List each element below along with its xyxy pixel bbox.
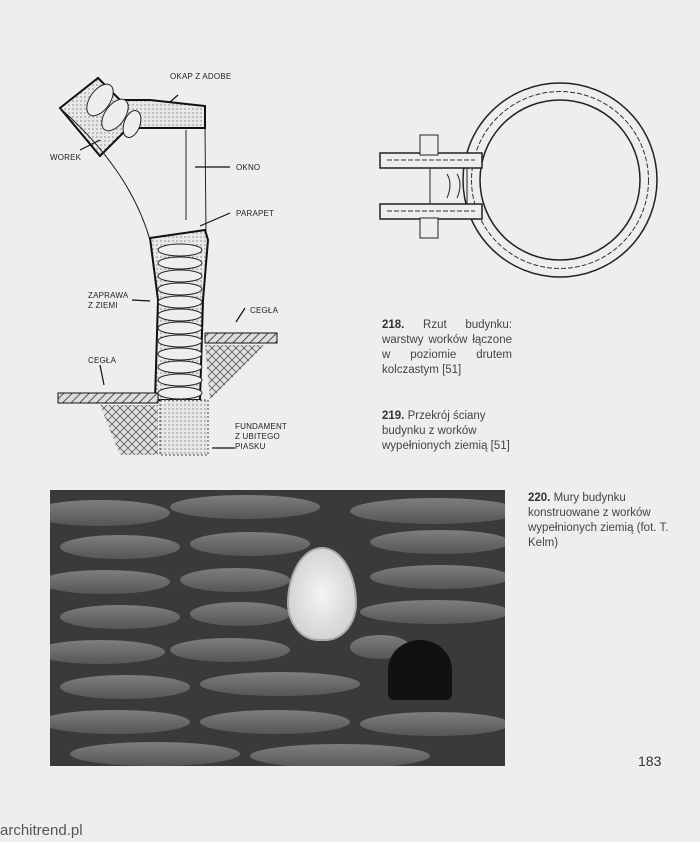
label-cegla-right: CEGŁA bbox=[250, 306, 279, 315]
caption-220-text: Mury budynku konstruowane z worków wypeł… bbox=[528, 492, 669, 549]
caption-220-number: 220. bbox=[528, 492, 551, 504]
caption-218-number: 218. bbox=[382, 319, 405, 331]
caption-219: 219. Przekrój ściany budynku z worków wy… bbox=[382, 409, 512, 454]
caption-219-number: 219. bbox=[382, 410, 405, 422]
page-number: 183 bbox=[638, 753, 662, 769]
caption-220: 220. Mury budynku konstruowane z worków … bbox=[528, 491, 678, 551]
label-okap: OKAP Z ADOBE bbox=[170, 72, 232, 81]
watermark: architrend.pl bbox=[0, 822, 83, 839]
label-zaprawa-line2: Z ZIEMI bbox=[88, 301, 118, 310]
photo-arch-opening bbox=[388, 640, 452, 700]
building-plan-diagram bbox=[379, 82, 658, 278]
label-parapet: PARAPET bbox=[236, 209, 275, 218]
caption-219-text: Przekrój ściany budynku z worków wypełni… bbox=[382, 410, 510, 452]
label-fundament-line2: Z UBITEGO bbox=[235, 432, 280, 441]
caption-218-text: Rzut budynku: warstwy worków łączone w p… bbox=[382, 319, 512, 376]
photo-window-opening bbox=[287, 547, 357, 641]
wall-section-diagram bbox=[57, 76, 278, 456]
label-okno: OKNO bbox=[236, 163, 261, 172]
photo-sandbag-wall bbox=[50, 490, 505, 766]
caption-218: 218. Rzut budynku: warstwy worków łączon… bbox=[382, 318, 512, 378]
label-fundament-line1: FUNDAMENT bbox=[235, 422, 288, 431]
label-fundament-line3: PIASKU bbox=[235, 442, 266, 451]
label-cegla-left: CEGŁA bbox=[88, 356, 117, 365]
label-zaprawa-line1: ZAPRAWA bbox=[88, 291, 129, 300]
label-worek: WOREK bbox=[50, 153, 82, 162]
